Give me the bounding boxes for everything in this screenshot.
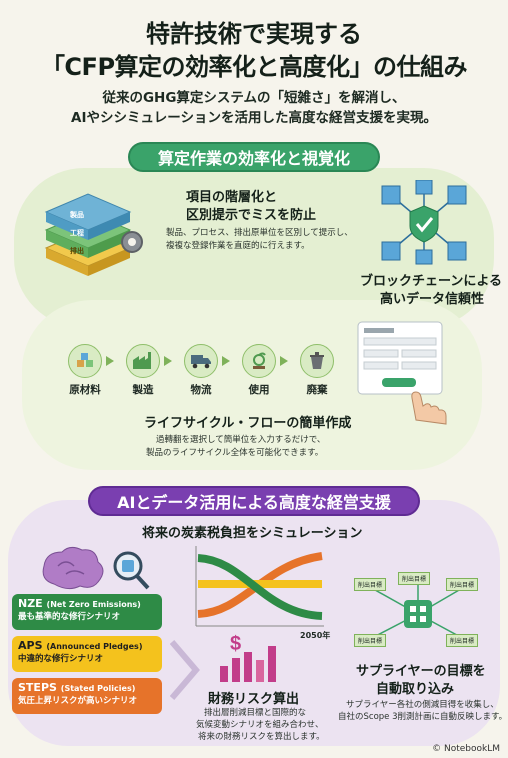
lifecycle-step-disposal: 廃棄 (292, 344, 342, 397)
stack-label-emission: 排出 (70, 247, 84, 255)
scenario-code: STEPS (18, 681, 57, 694)
scenario-full-name: (Net Zero Emissions) (46, 600, 141, 609)
blockchain-title-line1: ブロックチェーンによる (360, 274, 502, 289)
hierarchy-desc-line2: 複複な登録作業を直庭的に行えます。 (166, 241, 310, 251)
lifecycle-step-label: 製造 (132, 384, 154, 396)
scenario-desc: 気圧上昇リスクが高いシナリオ (18, 696, 138, 706)
arrow-right-icon (164, 356, 172, 366)
lifecycle-step-label: 使用 (248, 384, 270, 396)
page-title-line2: 「CFP算定の効率化と高度化」の仕組み (40, 53, 468, 81)
hand-plant-icon (242, 344, 276, 378)
stack-label-product: 製品 (70, 211, 84, 219)
layered-stack-icon (44, 193, 143, 276)
stack-label-process: 工程 (70, 229, 84, 237)
chevron-right-icon (170, 640, 200, 700)
simulation-title: 将来の炭素税負担をシミュレーション (142, 526, 363, 541)
page-title-line1: 特許技術で実現する (146, 20, 362, 48)
trash-icon (300, 344, 334, 378)
nze-line (197, 554, 323, 620)
scenario-code: NZE (18, 597, 43, 610)
credit-label: © NotebookLM (432, 744, 500, 754)
supplier-node-label: 削出目標 (398, 572, 431, 585)
lifecycle-step-label: 原材料 (69, 384, 101, 396)
hierarchy-title-line2: 区別提示でミスを防止 (186, 208, 317, 223)
page-subtitle-line2: AIやシシミュレーションを活用した高度な経営支援を実現。 (71, 110, 437, 126)
section1-heading: 算定作業の効率化と視覚化 (128, 142, 380, 172)
finance-title: 財務リスク算出 (208, 692, 300, 707)
lifecycle-step-manufacturing: 製造 (118, 344, 168, 397)
lifecycle-desc-line2: 製品のライフサイクル全体を可能化できます。 (146, 448, 324, 458)
supplier-desc-line2: 自社のScope 3削測計画に自動反映します。 (338, 712, 508, 722)
finance-desc-line1: 排出層削減目標と国際的な (204, 708, 307, 718)
ai-brain-icon (42, 546, 150, 590)
lifecycle-title: ライフサイクル・フローの簡単作成 (144, 416, 352, 431)
supplier-title-line2: 自動取り込み (376, 682, 455, 697)
chart-year-label: 2050年 (300, 631, 331, 640)
lifecycle-step-logistics: 物流 (176, 344, 226, 397)
page-subtitle-line1: 従来のGHG算定システムの「短雑さ」を解消し、 (102, 90, 406, 106)
lifecycle-step-label: 物流 (190, 384, 212, 396)
section2-heading: AIとデータ活用による高度な経営支援 (88, 486, 420, 516)
scenario-full-name: (Stated Policies) (60, 684, 136, 693)
input-form-icon (357, 321, 447, 425)
arrow-right-icon (106, 356, 114, 366)
hierarchy-desc-line1: 製品、プロセス、排出原単位を区別して提示し、 (166, 228, 353, 238)
scenario-code: APS (18, 639, 43, 652)
scenario-desc: 最も基準的な修行シナリオ (18, 612, 121, 622)
hierarchy-title-line1: 項目の階層化と (186, 190, 278, 205)
finance-desc-line2: 気候変動シナリオを組み合わせ、 (196, 720, 324, 730)
supplier-node-label: 削出目標 (446, 578, 479, 591)
supplier-node-label: 削出目標 (446, 634, 479, 647)
truck-icon (184, 344, 218, 378)
factory-icon (126, 344, 160, 378)
lifecycle-step-label: 廃棄 (306, 384, 328, 396)
arrow-right-icon (280, 356, 288, 366)
boxes-icon (68, 344, 102, 378)
lifecycle-step-use: 使用 (234, 344, 284, 397)
scenario-desc: 中違的な修行シナリオ (18, 654, 104, 664)
simulation-chart (195, 546, 324, 627)
svg-text:$: $ (230, 633, 241, 655)
scenario-steps: STEPS (Stated Policies) 気圧上昇リスクが高いシナリオ (12, 678, 162, 714)
arrow-right-icon (222, 356, 230, 366)
supplier-node-label: 削出目標 (354, 578, 387, 591)
supplier-desc-line1: サプライヤー各社の側減目得を收集し、 (346, 700, 499, 710)
supplier-node-label: 削出目標 (354, 634, 387, 647)
blockchain-icon (381, 180, 467, 265)
blockchain-title-line2: 高いデータ信頼性 (380, 292, 485, 307)
scenario-nze: NZE (Net Zero Emissions) 最も基準的な修行シナリオ (12, 594, 162, 630)
financial-risk-chart-icon: $ (220, 633, 276, 682)
finance-desc-line3: 将来の財務リスクを算出します。 (198, 732, 325, 742)
scenario-aps: APS (Announced Pledges) 中違的な修行シナリオ (12, 636, 162, 672)
supplier-title-line1: サプライヤーの目標を (356, 664, 486, 679)
lifecycle-step-materials: 原材料 (60, 344, 110, 397)
lifecycle-desc-line1: 過轉翻を選択して簡単位を入力するだけで、 (156, 435, 326, 445)
scenario-full-name: (Announced Pledges) (46, 642, 143, 651)
